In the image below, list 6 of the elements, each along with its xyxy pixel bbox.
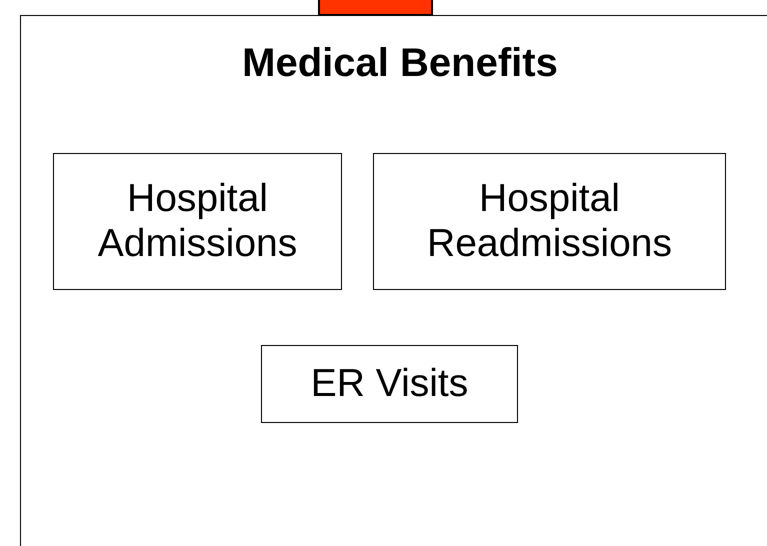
text-box: Hospital Readmissions <box>373 153 726 290</box>
panel <box>20 15 767 546</box>
panel-title: Medical Benefits <box>241 43 559 83</box>
text-box: Hospital Admissions <box>53 153 342 290</box>
tab-box <box>318 0 433 16</box>
text-box: ER Visits <box>261 345 518 423</box>
